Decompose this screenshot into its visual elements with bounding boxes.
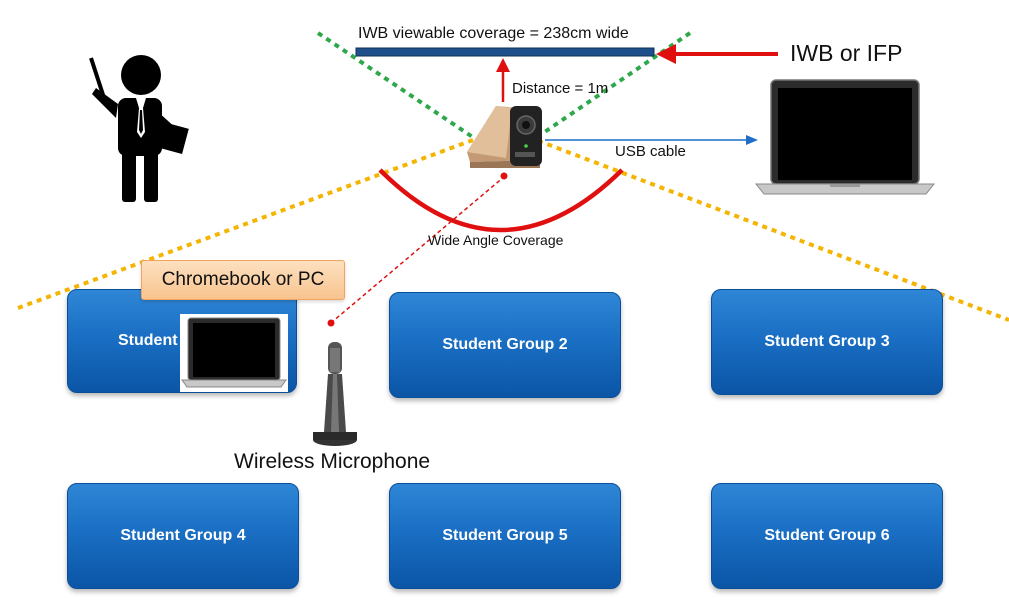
chromebook-laptop-icon <box>180 314 288 392</box>
iwb-or-ifp-label: IWB or IFP <box>790 40 903 66</box>
wide-angle-label: Wide Angle Coverage <box>428 232 564 248</box>
usb-cable-label: USB cable <box>615 143 686 160</box>
student-group-4-label: Student Group 4 <box>120 527 246 544</box>
microphone-icon <box>313 342 357 446</box>
wide-angle-boundary-right <box>509 128 1009 322</box>
wireless-mic-label: Wireless Microphone <box>234 450 431 473</box>
distance-arrowhead <box>496 58 510 72</box>
student-group-3-label: Student Group 3 <box>764 333 890 350</box>
student-group-1-label: Student <box>118 332 178 349</box>
chromebook-or-pc-tag: Chromebook or PC <box>141 260 345 300</box>
camera-link-dot <box>500 172 508 180</box>
iwb-pointer-arrowhead <box>656 44 676 64</box>
teacher-pointer-icon <box>89 55 189 202</box>
iwb-view-line-left <box>316 31 482 144</box>
laptop-icon-main <box>754 79 936 195</box>
student-group-5-label: Student Group 5 <box>442 527 568 544</box>
mic-link-dot <box>327 319 335 327</box>
conference-camera-icon <box>467 106 542 168</box>
chromebook-or-pc-label: Chromebook or PC <box>161 269 325 290</box>
student-group-3: Student Group 3 <box>711 289 943 395</box>
iwb-board <box>355 47 655 57</box>
iwb-coverage-label: IWB viewable coverage = 238cm wide <box>358 25 629 42</box>
usb-cable-arrowhead <box>746 135 758 145</box>
student-group-2: Student Group 2 <box>389 292 621 398</box>
distance-label: Distance = 1m <box>512 80 609 97</box>
student-group-5: Student Group 5 <box>389 483 621 589</box>
student-group-4: Student Group 4 <box>67 483 299 589</box>
student-group-6: Student Group 6 <box>711 483 943 589</box>
mic-link-line <box>331 175 506 323</box>
wide-angle-arc <box>378 168 624 233</box>
student-group-2-label: Student Group 2 <box>442 336 568 353</box>
student-group-6-label: Student Group 6 <box>764 527 890 544</box>
